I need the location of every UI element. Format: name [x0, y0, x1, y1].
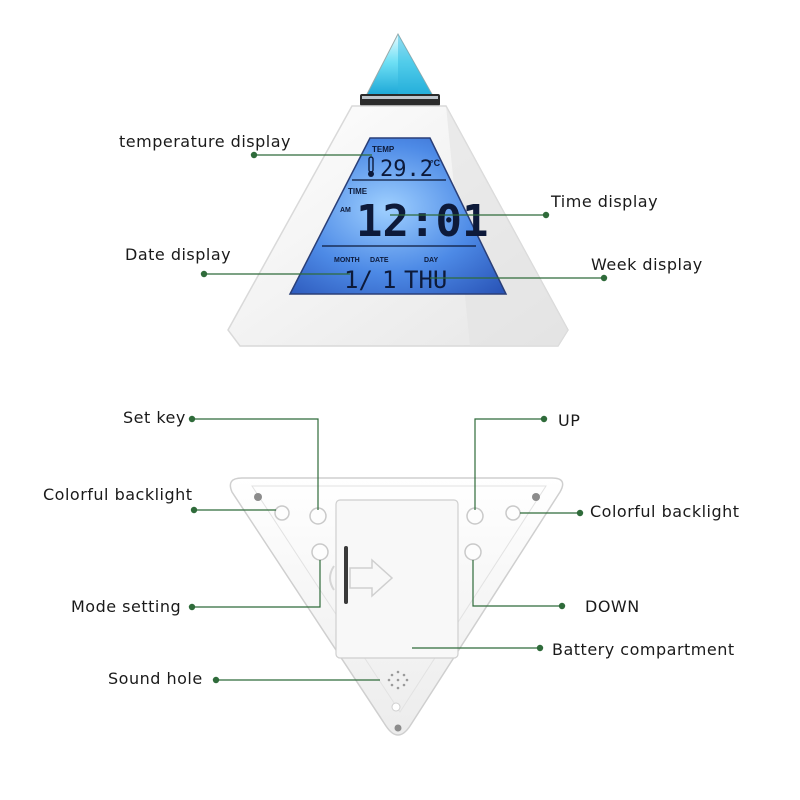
colorful-backlight-right-button[interactable] — [505, 505, 521, 521]
lcd-date-value: 1 — [382, 266, 396, 294]
callout-dots — [188, 151, 608, 684]
up-button[interactable] — [466, 507, 484, 525]
leader-set-key — [192, 418, 319, 510]
thermometer-icon — [368, 156, 374, 177]
label-down: DOWN — [585, 597, 640, 616]
lcd-temp-unit: °C — [430, 158, 441, 168]
lcd-screen — [288, 137, 508, 295]
leader-mode — [192, 560, 321, 608]
leader-up — [474, 418, 544, 510]
screw-bottom — [394, 724, 402, 732]
pyramid-clock-front: TEMP 29.2 °C TIME AM 12:01 MONTH DATE DA… — [227, 32, 569, 347]
lcd-month-value: 1/ — [344, 266, 373, 294]
label-date-display: Date display — [125, 245, 232, 264]
label-temperature-display: temperature display — [119, 132, 291, 151]
mode-setting-button[interactable] — [311, 543, 329, 561]
lcd-am-tag: AM — [340, 207, 351, 214]
battery-cover — [335, 499, 459, 659]
down-button[interactable] — [464, 543, 482, 561]
colorful-backlight-left-button[interactable] — [274, 505, 290, 521]
lcd-day-tag: DAY — [424, 257, 438, 264]
tip-collar — [360, 94, 440, 106]
label-battery-compartment: Battery compartment — [552, 640, 735, 659]
slide-arrow-icon — [349, 558, 394, 598]
leader-down — [472, 560, 562, 607]
label-colorful-backlight-right: Colorful backlight — [590, 502, 740, 521]
screw-right — [532, 493, 540, 501]
screw-left — [254, 493, 262, 501]
label-week-display: Week display — [591, 255, 703, 274]
lcd-time-tag: TIME — [348, 187, 368, 196]
callout-lines — [192, 154, 604, 681]
label-time-display: Time display — [551, 192, 659, 211]
label-colorful-backlight-left: Colorful backlight — [43, 485, 193, 504]
label-mode-setting: Mode setting — [71, 597, 182, 616]
lcd-time-value: 12:01 — [356, 196, 488, 247]
label-set-key: Set key — [123, 408, 186, 427]
lcd-temp-value: 29.2 — [380, 157, 433, 182]
lcd-day-value: THU — [404, 266, 447, 294]
lcd-temp-tag: TEMP — [372, 145, 395, 154]
label-up: UP — [558, 411, 581, 430]
label-sound-hole: Sound hole — [108, 669, 203, 688]
sound-hole-icon — [387, 670, 409, 690]
lcd-month-tag: MONTH — [334, 257, 360, 264]
set-key-button[interactable] — [309, 507, 327, 525]
lcd-date-tag: DATE — [370, 257, 389, 264]
pyramid-clock-back — [229, 477, 564, 736]
